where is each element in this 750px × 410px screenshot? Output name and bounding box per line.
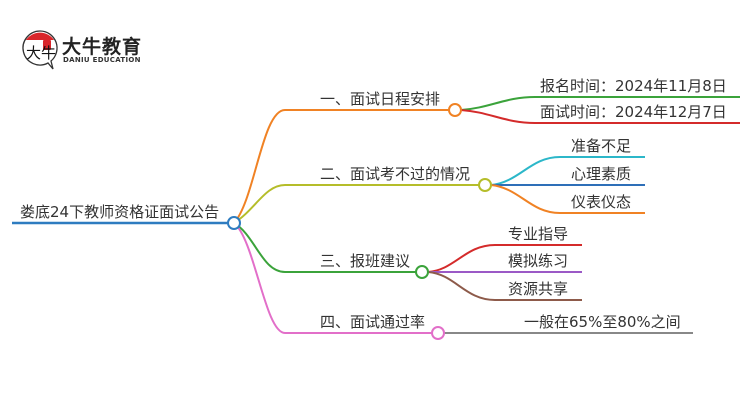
- root-topic[interactable]: 娄底24下教师资格证面试公告: [20, 203, 220, 221]
- logo-title: 大牛教育: [62, 36, 143, 58]
- leaf-connector-1-1: [460, 96, 740, 111]
- leaf-connector-2-3: [490, 184, 645, 214]
- leaf-topic-2-1[interactable]: 准备不足: [571, 137, 632, 155]
- branch-topic-2[interactable]: 二、面试考不过的情况: [320, 165, 471, 183]
- leaf-topic-4-1[interactable]: 一般在65%至80%之间: [524, 313, 681, 331]
- branch-topic-4[interactable]: 四、面试通过率: [320, 313, 426, 331]
- branch-node-handle-3[interactable]: [415, 265, 429, 279]
- leaf-topic-3-3[interactable]: 资源共享: [508, 280, 569, 298]
- branch-connector-2: [233, 184, 485, 224]
- branch-topic-1[interactable]: 一、面试日程安排: [320, 90, 441, 108]
- root-node-handle[interactable]: [227, 216, 241, 230]
- leaf-topic-1-2[interactable]: 面试时间：2024年12月7日: [540, 103, 727, 121]
- branch-node-handle-2[interactable]: [478, 178, 492, 192]
- branch-node-handle-1[interactable]: [448, 103, 462, 117]
- leaf-connector-1-2: [460, 109, 740, 124]
- leaf-connector-3-3: [427, 271, 582, 301]
- logo: 大牛 大牛教育 DANIU EDUCATION: [20, 28, 180, 72]
- branch-node-handle-4[interactable]: [431, 326, 445, 340]
- leaf-connector-3-1: [427, 244, 582, 273]
- logo-mark-text: 大牛: [26, 44, 56, 62]
- branch-connector-1: [233, 109, 455, 224]
- branch-connector-3: [233, 222, 422, 273]
- branch-topic-3[interactable]: 三、报班建议: [320, 252, 411, 270]
- logo-subtitle: DANIU EDUCATION: [63, 56, 141, 64]
- leaf-topic-2-2[interactable]: 心理素质: [571, 165, 632, 183]
- leaf-topic-1-1[interactable]: 报名时间：2024年11月8日: [540, 77, 727, 95]
- logo-mark-icon: 大牛: [22, 30, 58, 70]
- leaf-connector-2-1: [490, 156, 645, 186]
- branch-connector-4: [233, 222, 438, 334]
- leaf-topic-3-2[interactable]: 模拟练习: [508, 252, 569, 270]
- leaf-topic-3-1[interactable]: 专业指导: [508, 225, 569, 243]
- leaf-topic-2-3[interactable]: 仪表仪态: [571, 193, 632, 211]
